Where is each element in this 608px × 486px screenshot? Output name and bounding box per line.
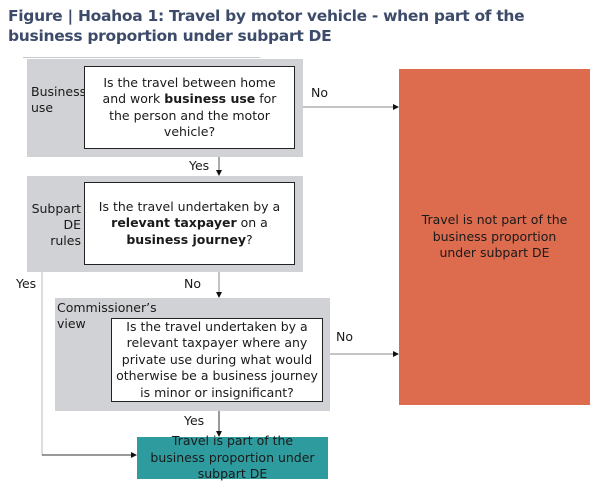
outcome-not-part: Travel is not part of the business propo… xyxy=(399,69,590,405)
question-text: Is the travel undertaken by a relevant t… xyxy=(91,199,288,249)
outcome-is-part-text: Travel is part of the business proportio… xyxy=(150,433,315,482)
text-run: Is the travel undertaken by a xyxy=(98,198,281,214)
bold-term: business journey xyxy=(126,231,246,247)
text-run: Is the travel undertaken by a relevant t… xyxy=(116,318,318,400)
arrow-step2-yes xyxy=(41,272,136,456)
text-run: for the person and the motor vehicle? xyxy=(109,91,277,139)
text-run: Is the travel between home and work xyxy=(102,74,276,107)
text-run: ? xyxy=(246,231,253,247)
question-text: Is the travel between home and work busi… xyxy=(91,75,288,141)
text-run: on a xyxy=(236,215,268,231)
section-label-commissioners-view: Commissioner’s view xyxy=(57,300,157,331)
edge-label-step1-yes: Yes xyxy=(189,158,210,173)
question-business-use: Is the travel between home and work busi… xyxy=(84,66,295,149)
question-subpart-de: Is the travel undertaken by a relevant t… xyxy=(84,182,295,265)
outcome-is-part: Travel is part of the business proportio… xyxy=(137,433,328,481)
edge-label-step2-yes: Yes xyxy=(16,276,37,291)
edge-label-step3-no: No xyxy=(336,329,353,344)
outcome-not-part-text: Travel is not part of the business propo… xyxy=(421,212,568,261)
question-text: Is the travel undertaken by a relevant t… xyxy=(116,319,318,402)
edge-label-step1-no: No xyxy=(311,85,328,100)
bold-term: business use xyxy=(164,91,256,106)
edge-label-step2-no: No xyxy=(184,276,201,291)
section-label-business-use: Business use xyxy=(31,84,87,115)
section-label-subpart-de: Subpart DE rules xyxy=(31,201,81,248)
bold-term: relevant taxpayer xyxy=(111,215,237,231)
title-divider xyxy=(23,57,260,58)
edge-label-step3-yes: Yes xyxy=(184,413,205,428)
question-commissioners-view: Is the travel undertaken by a relevant t… xyxy=(111,318,323,402)
figure-title: Figure | Hoahoa 1: Travel by motor vehic… xyxy=(8,7,525,45)
